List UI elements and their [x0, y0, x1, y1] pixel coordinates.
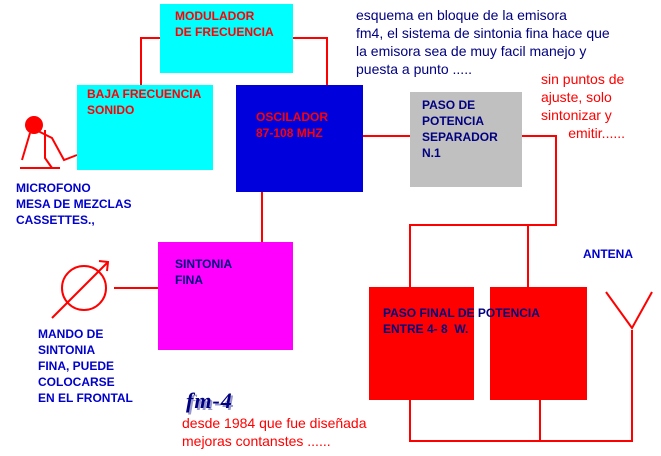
wire-mic-baja [35, 129, 78, 162]
block-paso-final-2 [490, 287, 587, 400]
note-side: sin puntos de ajuste, solo sintonizar y … [541, 71, 626, 141]
block-sintonia-fina [158, 242, 293, 350]
wire-bottom-loop [409, 330, 633, 442]
label-microfono: MICROFONO MESA DE MEZCLAS CASSETTES., [16, 181, 132, 227]
label-antena: ANTENA [583, 247, 633, 261]
note-top: esquema en bloque de la emisora fm4, el … [356, 7, 610, 77]
block-oscilador [236, 85, 363, 192]
block-paso-separador [410, 92, 522, 187]
block-modulador [160, 4, 293, 73]
label-mando-sintonia: MANDO DE SINTONIA FINA, PUEDE COLOCARSE … [38, 327, 133, 405]
wire-modulador-oscilador [293, 37, 328, 85]
block-sintonia-fina-label: SINTONIA FINA [175, 257, 233, 287]
block-paso-separador-label: PASO DE POTENCIA SEPARADOR N.1 [422, 98, 498, 160]
wire-modulador-baja [140, 37, 160, 85]
block-baja-frecuencia-label: BAJA FRECUENCIA SONIDO [87, 87, 202, 117]
antenna-icon [605, 291, 653, 330]
block-modulador-label: MODULADOR DE FRECUENCIA [175, 9, 274, 39]
microphone-icon [20, 116, 60, 169]
block-paso-final-1 [369, 287, 474, 400]
connection-wires [35, 37, 633, 442]
logo-fm4: fm-4 [186, 388, 233, 413]
block-oscilador-label: OSCILADOR 87-108 MHZ [256, 110, 328, 140]
tuning-knob-icon [51, 260, 110, 319]
block-baja-frecuencia [77, 85, 213, 170]
wire-paso1-final [409, 135, 557, 287]
note-bottom: desde 1984 que fue diseñada mejoras cont… [182, 415, 367, 449]
block-paso-final-label: PASO FINAL DE POTENCIA ENTRE 4- 8 W. [383, 306, 540, 336]
